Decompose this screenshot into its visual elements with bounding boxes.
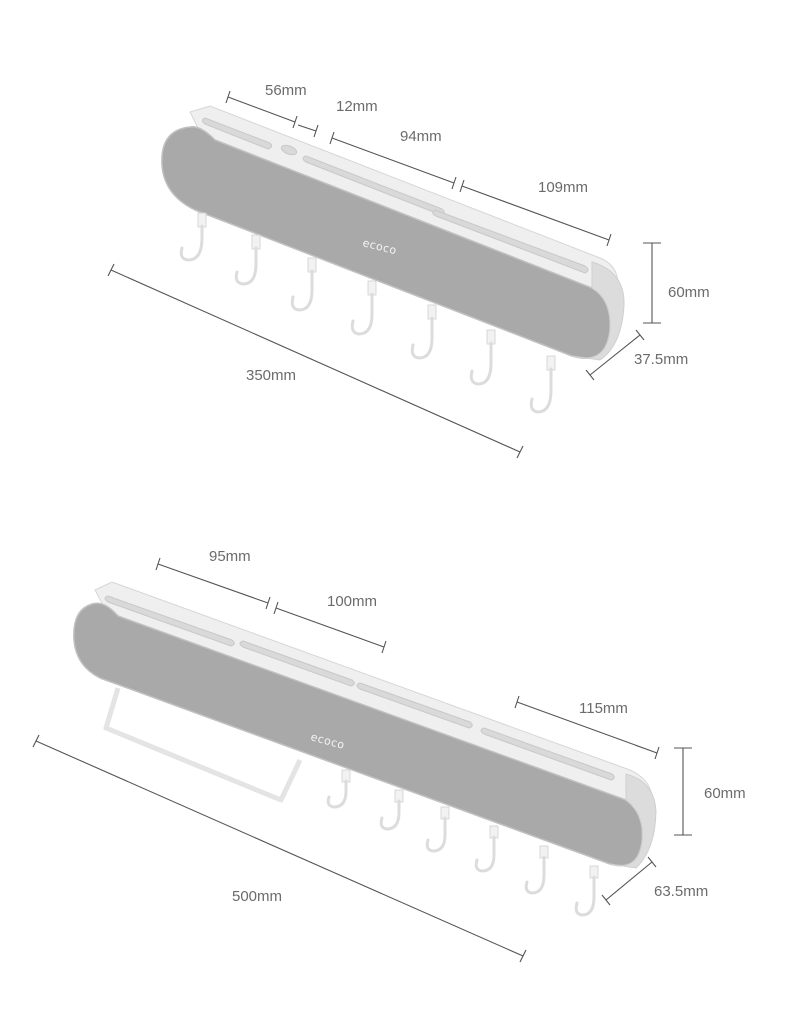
hook — [350, 280, 377, 336]
slot-109mm — [432, 209, 589, 274]
hook — [524, 845, 549, 895]
dim-label-height: 60mm — [704, 785, 746, 802]
rack-end-cap — [571, 261, 625, 361]
rack-end-cap — [609, 773, 657, 869]
hook — [326, 769, 351, 809]
dimension-lines — [32, 557, 692, 963]
hook — [179, 212, 207, 262]
dim-label-slot-c: 94mm — [400, 128, 442, 145]
slot-56mm — [202, 117, 273, 150]
dim-label-slot-b: 100mm — [327, 593, 377, 610]
hook — [234, 234, 261, 286]
hooks — [179, 212, 556, 414]
slot-12mm — [280, 144, 298, 156]
dim-label-length: 500mm — [232, 888, 282, 905]
hook — [474, 825, 499, 873]
dim-label-slot-a: 56mm — [265, 82, 307, 99]
slot-115mm — [480, 727, 615, 781]
dimension-lines — [107, 90, 661, 459]
rack-front-face — [73, 602, 644, 867]
towel-bar — [103, 687, 303, 803]
hook — [290, 257, 317, 312]
dim-label-length: 350mm — [246, 367, 296, 384]
hook — [379, 789, 404, 831]
hook — [469, 329, 496, 386]
hook — [529, 355, 556, 414]
dim-label-slot-b: 12mm — [336, 98, 378, 115]
rack-350mm: ecoco — [107, 82, 710, 459]
dim-label-depth: 37.5mm — [634, 351, 688, 368]
hook — [425, 806, 450, 853]
slot-95mm — [104, 595, 235, 647]
slot-100mm — [239, 640, 355, 687]
hook — [410, 304, 437, 360]
dim-label-height: 60mm — [668, 284, 710, 301]
dim-label-slot-a: 95mm — [209, 548, 251, 565]
dim-label-depth: 63.5mm — [654, 883, 708, 900]
hooks — [326, 769, 599, 917]
dim-label-slot-c: 115mm — [579, 700, 628, 717]
slots — [104, 595, 615, 781]
slot-mid — [356, 682, 473, 729]
hook — [574, 865, 599, 917]
slots — [202, 117, 589, 274]
dim-label-slot-d: 109mm — [538, 179, 588, 196]
rack-500mm: ecoco — [32, 548, 746, 963]
